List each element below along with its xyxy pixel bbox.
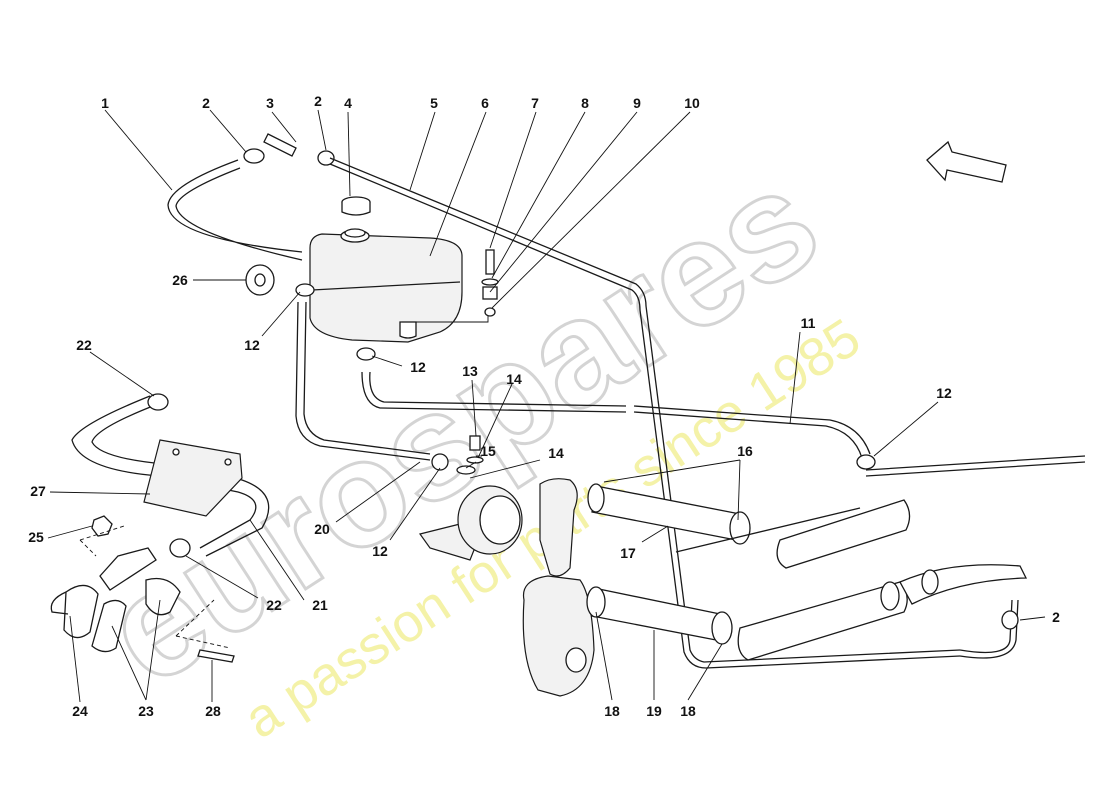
- hose-clamp-2c: [1001, 610, 1019, 630]
- callout-22a: 22: [76, 337, 92, 353]
- callout-12d: 12: [372, 543, 388, 559]
- callout-28: 28: [205, 703, 221, 719]
- callout-3: 3: [266, 95, 274, 111]
- callout-15: 15: [480, 443, 496, 459]
- callout-1: 1: [101, 95, 109, 111]
- callout-12a: 12: [244, 337, 260, 353]
- callout-4: 4: [344, 95, 352, 111]
- callout-21: 21: [312, 597, 328, 613]
- callout-17: 17: [620, 545, 636, 561]
- callout-8: 8: [581, 95, 589, 111]
- mounting-bolt: [481, 249, 499, 317]
- leader-lines: [47, 109, 1046, 703]
- hose-clamp-2: [243, 148, 265, 164]
- hose-clamp-12d: [356, 347, 376, 361]
- callout-5: 5: [430, 95, 438, 111]
- callout-6: 6: [481, 95, 489, 111]
- callout-10: 10: [684, 95, 700, 111]
- callout-14a: 14: [506, 371, 522, 387]
- hose-clamp-12: [856, 454, 876, 470]
- filler-cap: [341, 196, 371, 216]
- callout-24: 24: [72, 703, 88, 719]
- callout-9: 9: [633, 95, 641, 111]
- pipe-right: [865, 455, 1086, 477]
- hose-21: [71, 395, 270, 557]
- callout-12b: 12: [410, 359, 426, 375]
- hose-clamp-2b: [317, 150, 335, 166]
- hose-clamp-22b: [169, 538, 191, 558]
- callout-13: 13: [462, 363, 478, 379]
- callout-labels: 1 2 3 2 4 5 6 7 8 9 10 26 12 12 11 12 22…: [28, 93, 1060, 719]
- callout-14b: 14: [548, 445, 564, 461]
- hose-17: [587, 483, 911, 569]
- callout-2c: 2: [1052, 609, 1060, 625]
- callout-12c: 12: [936, 385, 952, 401]
- callout-2: 2: [202, 95, 210, 111]
- callout-23: 23: [138, 703, 154, 719]
- breather-line-5: [329, 157, 961, 669]
- callout-7: 7: [531, 95, 539, 111]
- hose-11b: [633, 405, 871, 459]
- direction-arrow: [926, 140, 1007, 183]
- hose-1: [167, 159, 303, 261]
- callout-26: 26: [172, 272, 188, 288]
- hose-19: [586, 564, 1028, 661]
- callout-18b: 18: [680, 703, 696, 719]
- callout-18a: 18: [604, 703, 620, 719]
- clip-15: [456, 465, 476, 475]
- callout-25: 25: [28, 529, 44, 545]
- callout-27: 27: [30, 483, 46, 499]
- hose-clamp-12c: [295, 283, 315, 297]
- hose-20: [295, 301, 431, 461]
- expansion-tank: [309, 228, 463, 343]
- stud-28: [197, 649, 235, 663]
- water-pump: [418, 478, 595, 697]
- callout-19: 19: [646, 703, 662, 719]
- hose-11: [361, 371, 627, 413]
- callout-2b: 2: [314, 93, 322, 109]
- screw-13: [469, 435, 481, 451]
- hose-clamp-12b: [431, 453, 449, 471]
- callout-22b: 22: [266, 597, 282, 613]
- callout-20: 20: [314, 521, 330, 537]
- breather-line-end: [959, 599, 1019, 659]
- rubber-grommet: [245, 264, 275, 296]
- callout-11: 11: [801, 315, 816, 331]
- hose-clamp-22: [147, 393, 169, 411]
- connector-3: [263, 133, 297, 157]
- heat-shield-27: [143, 439, 243, 517]
- callout-16: 16: [737, 443, 753, 459]
